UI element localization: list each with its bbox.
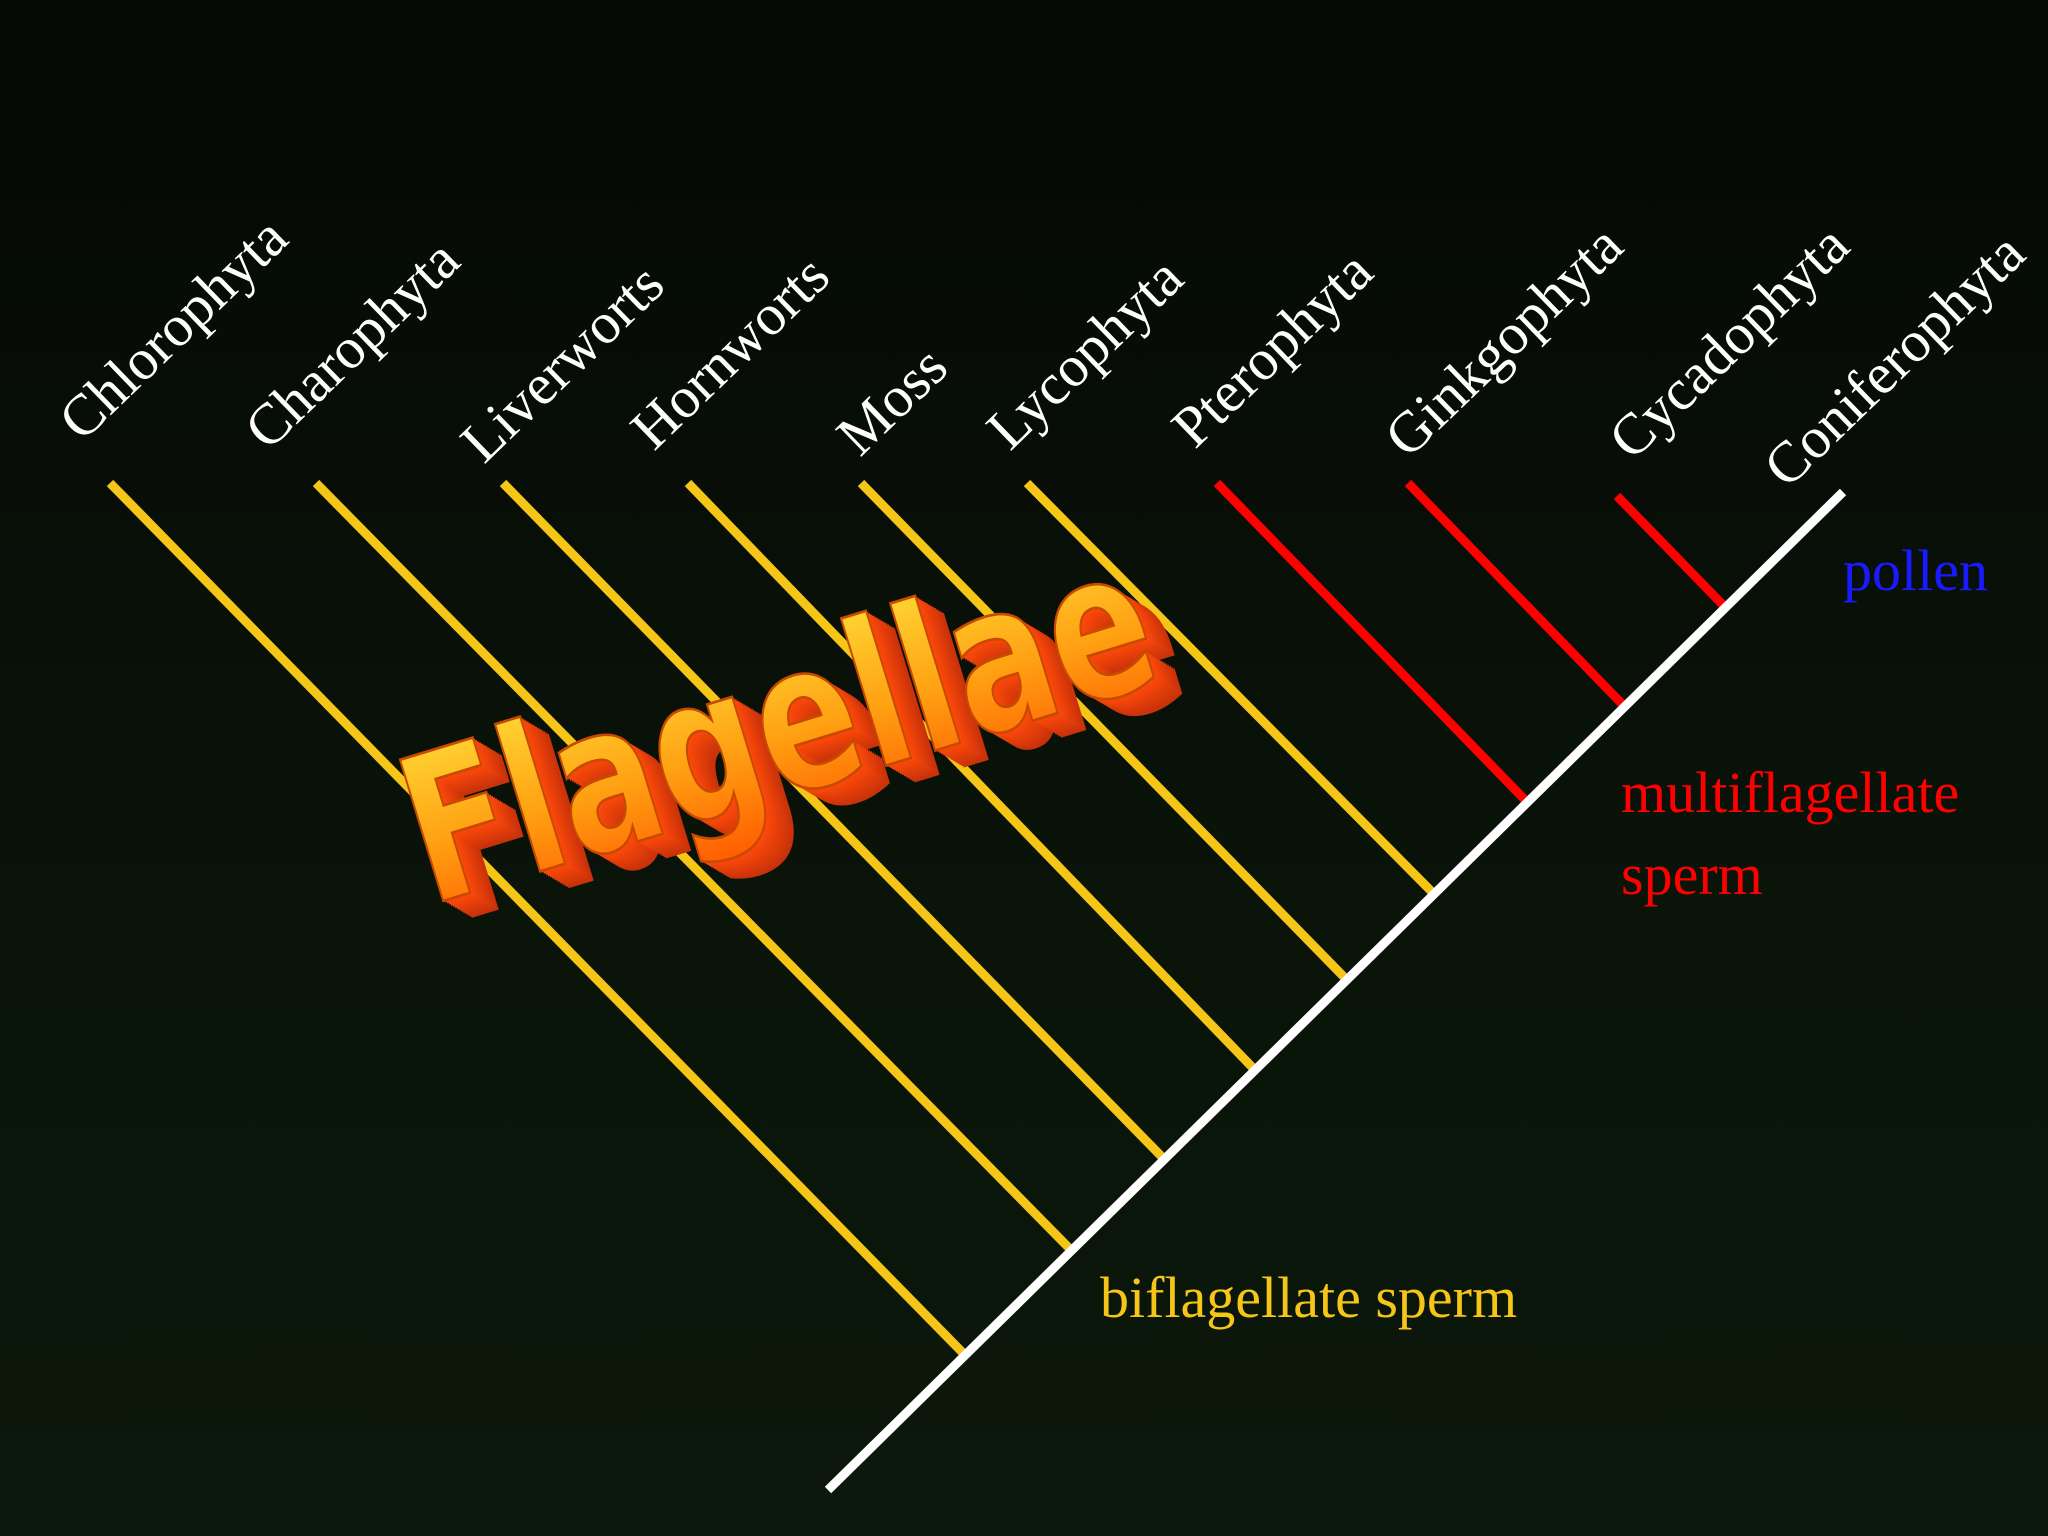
trait-label-pollen: pollen — [1843, 538, 1988, 603]
trait-label-line: biflagellate sperm — [1100, 1265, 1517, 1330]
branch-cycadophyta — [1613, 492, 1727, 609]
trait-label-line: pollen — [1843, 538, 1988, 603]
branch-chlorophyta — [106, 479, 967, 1357]
trait-label-line: sperm — [1621, 842, 1763, 907]
branch-charophyta — [312, 479, 1075, 1254]
taxon-label-ginkgophyta: Ginkgophyta — [1372, 212, 1635, 469]
taxon-label-lycophyta: Lycophyta — [974, 245, 1195, 462]
branch-liverworts — [499, 479, 1167, 1162]
trait-labels: biflagellate sperm multiflagellate sperm po… — [1100, 538, 1988, 1330]
taxon-labels: ChlorophytaCharophytaLiverwortsHornworts… — [46, 204, 2037, 499]
branch-pterophyta — [1213, 479, 1532, 807]
taxon-label-moss: Moss — [824, 333, 960, 467]
branch-ginkgophyta — [1404, 479, 1628, 710]
flagellae-banner: FlagellaeFlagellaeFlagellaeFlagellaeFlag… — [374, 500, 1209, 968]
branch-moss — [857, 479, 1349, 982]
branch-lycophyta — [1023, 479, 1439, 899]
branch-lines — [106, 479, 1727, 1357]
cladogram-spine — [824, 488, 1847, 1494]
taxon-label-pterophyta: Pterophyta — [1159, 238, 1385, 459]
branch-hornworts — [684, 479, 1257, 1072]
banner-text: Flagellae — [376, 502, 1181, 952]
trait-label-biflagellate: biflagellate sperm — [1100, 1265, 1517, 1330]
trait-label-multiflagellate: multiflagellate sperm — [1621, 760, 1959, 907]
trait-label-line: multiflagellate — [1621, 760, 1959, 825]
